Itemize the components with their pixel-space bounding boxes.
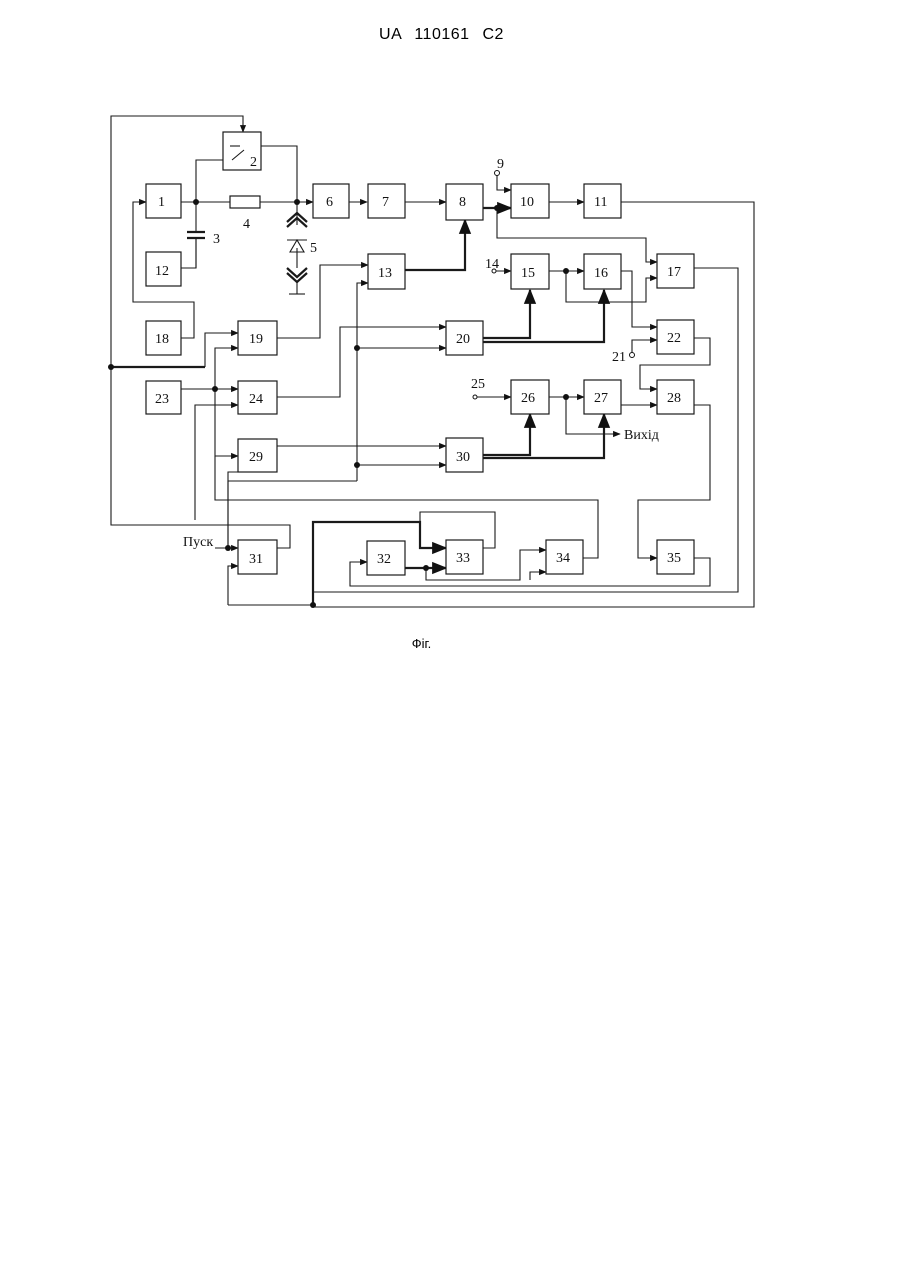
terminal-9-label: 9 [497,157,504,172]
block-27: 27 [584,380,621,414]
terminal-25-label: 25 [471,377,485,392]
block-13-label: 13 [378,266,392,281]
capacitor-3: 3 [187,232,220,247]
block-19-label: 19 [249,332,263,347]
block-1-label: 1 [158,195,165,210]
block-8-label: 8 [459,195,466,210]
block-30: 30 [446,438,483,472]
block-29-label: 29 [249,450,263,465]
block-26-label: 26 [521,391,535,406]
block-24-label: 24 [249,392,263,407]
block-22-label: 22 [667,331,681,346]
block-15: 15 [511,254,549,289]
block-24: 24 [238,381,277,414]
block-20: 20 [446,321,483,355]
block-15-label: 15 [521,266,535,281]
block-35: 35 [657,540,694,574]
block-18: 18 [146,321,181,355]
block-34: 34 [546,540,583,574]
figure-caption: Фіг. [0,636,843,651]
block-27-label: 27 [594,391,608,406]
block-17-label: 17 [667,265,681,280]
resistor-label: 4 [243,217,250,232]
block-20-label: 20 [456,332,470,347]
block-29: 29 [238,439,277,472]
block-1: 1 [146,184,181,218]
block-34-label: 34 [556,551,570,566]
block-28-label: 28 [667,391,681,406]
capacitor-label: 3 [213,232,220,247]
terminal-21-label: 21 [612,350,626,365]
block-30-label: 30 [456,450,470,465]
block-33: 33 [446,540,483,574]
diode-label: 5 [310,241,317,256]
block-32-label: 32 [377,552,391,567]
block-12: 12 [146,252,181,286]
block-2-label: 2 [250,155,257,170]
block-6-label: 6 [326,195,333,210]
block-16-label: 16 [594,266,608,281]
block-7-label: 7 [382,195,389,210]
block-35-label: 35 [667,551,681,566]
block-8: 8 [446,184,483,220]
block-11-label: 11 [594,195,607,210]
switch-block-2: 2 [223,132,261,170]
block-6: 6 [313,184,349,218]
block-16: 16 [584,254,621,289]
block-13: 13 [368,254,405,289]
block-12-label: 12 [155,264,169,279]
block-7: 7 [368,184,405,218]
block-11: 11 [584,184,621,218]
block-23-label: 23 [155,392,169,407]
diode-5: 5 [287,213,317,294]
block-33-label: 33 [456,551,470,566]
block-10: 10 [511,184,549,218]
output-label: Вихід [624,428,659,443]
block-22: 22 [657,320,694,354]
start-label: Пуск [183,535,213,550]
block-17: 17 [657,254,694,288]
block-28: 28 [657,380,694,414]
connection-lines [111,116,754,607]
block-26: 26 [511,380,549,414]
block-31-label: 31 [249,552,263,567]
block-10-label: 10 [520,195,534,210]
block-31: 31 [238,540,277,574]
resistor-4: 4 [230,196,260,232]
terminal-14-label: 14 [485,257,499,272]
block-19: 19 [238,321,277,355]
block-23: 23 [146,381,181,414]
block-18-label: 18 [155,332,169,347]
block-32: 32 [367,541,405,575]
